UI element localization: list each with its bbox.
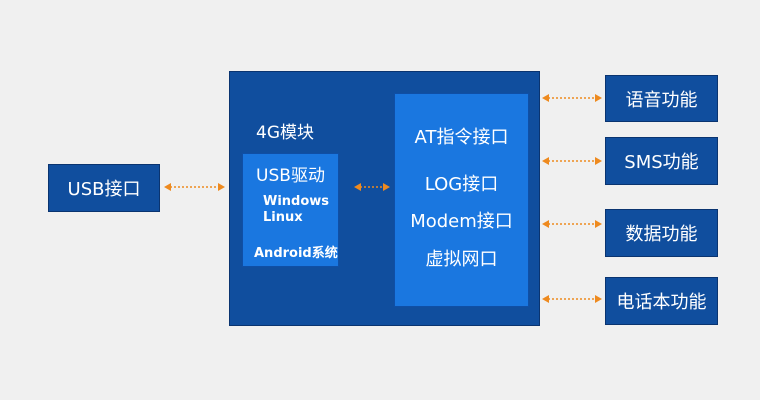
- function-data-label: 数据功能: [625, 224, 698, 245]
- function-voice-box: 语音功能: [605, 75, 718, 122]
- driver-os-android: Android系统: [254, 246, 338, 261]
- usb-port-box: USB接口: [48, 164, 160, 212]
- usb-driver-box: USB驱动 Windows Linux Android系统: [242, 153, 339, 267]
- interface-at-command: AT指令接口: [414, 127, 509, 148]
- module-title: 4G模块: [256, 123, 314, 143]
- function-phonebook-label: 电话本功能: [616, 292, 707, 313]
- interface-virtual-nic: 虚拟网口: [425, 249, 498, 270]
- usb-port-label: USB接口: [67, 179, 141, 200]
- function-phonebook-box: 电话本功能: [605, 277, 718, 325]
- driver-os-windows: Windows: [263, 194, 330, 209]
- interfaces-box: AT指令接口 LOG接口 Modem接口 虚拟网口: [394, 93, 529, 307]
- function-data-box: 数据功能: [605, 209, 718, 257]
- function-sms-box: SMS功能: [605, 137, 718, 185]
- 4g-module-box: 4G模块 USB驱动 Windows Linux Android系统 AT指令接…: [229, 71, 540, 326]
- usb-driver-title: USB驱动: [256, 166, 325, 186]
- function-sms-label: SMS功能: [624, 152, 699, 173]
- driver-os-linux: Linux: [263, 210, 303, 225]
- interface-modem: Modem接口: [410, 211, 513, 232]
- interface-log: LOG接口: [424, 174, 499, 195]
- function-voice-label: 语音功能: [625, 89, 698, 111]
